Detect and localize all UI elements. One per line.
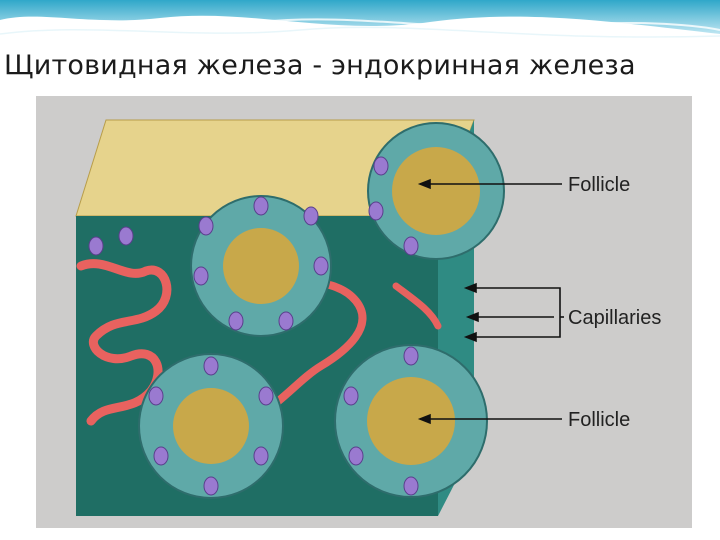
label-follicle-bottom: Follicle	[568, 409, 631, 431]
cell-nuclei	[88, 156, 419, 496]
follicle-center	[190, 195, 332, 337]
capillary-network-right	[392, 282, 442, 330]
follicle-bottom-left	[138, 353, 284, 499]
follicle-bottom-right	[334, 344, 488, 498]
thyroid-tissue-illustration	[75, 119, 564, 516]
leader-lines	[417, 178, 564, 425]
follicle-top-right	[367, 122, 505, 260]
slide-title: Щитовидная железа - эндокринная железа	[4, 50, 636, 81]
thyroid-figure: Follicle Capillaries Follicle	[36, 96, 692, 528]
decorative-wave-header	[0, 0, 720, 38]
label-capillaries: Capillaries	[568, 307, 662, 329]
label-follicle-top: Follicle	[568, 174, 631, 196]
